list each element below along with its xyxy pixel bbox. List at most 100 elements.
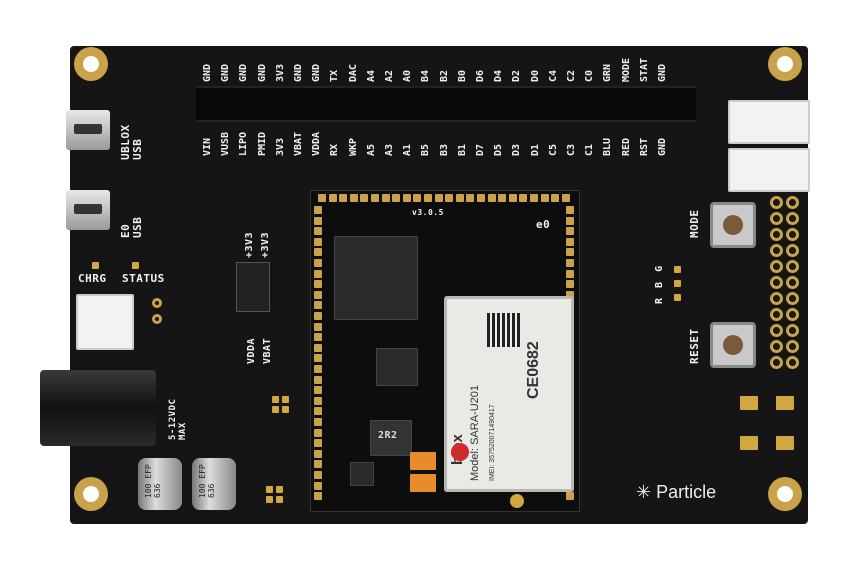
module-edge-pad <box>314 428 322 437</box>
expansion-pin <box>786 308 799 321</box>
module-edge-pad <box>314 343 322 352</box>
module-edge-pad <box>487 194 496 202</box>
expansion-pin <box>770 356 783 369</box>
fuel-gauge-chip <box>350 462 374 486</box>
module-edge-pad <box>314 312 322 320</box>
bottom-pad <box>740 436 758 450</box>
power-switch[interactable] <box>236 262 270 312</box>
header-pin-label-bottom: A5 <box>365 143 377 156</box>
expansion-pin <box>770 196 783 209</box>
particle-wordmark: Particle <box>656 482 717 502</box>
module-edge-pad <box>314 460 322 469</box>
rgb-led-pad <box>674 294 681 301</box>
barrel-jack <box>40 370 156 446</box>
ublox-badge <box>451 443 469 461</box>
module-edge-pad <box>360 194 369 202</box>
power-input-label: 5-12VDC MAX <box>168 398 188 440</box>
expansion-pin <box>786 212 799 225</box>
reset-button[interactable] <box>710 322 756 368</box>
capacitor-label: 100 EFP 636 <box>198 464 216 498</box>
antenna-connector <box>510 494 524 508</box>
led-pad <box>92 262 99 269</box>
mode-button[interactable] <box>710 202 756 248</box>
orange-pad <box>410 474 436 492</box>
module-edge-pad <box>328 194 337 202</box>
expansion-pin <box>786 340 799 353</box>
qr-code <box>487 313 521 347</box>
header-pin-label-bottom: WKP <box>347 137 359 156</box>
e0-usb-label: E0 USB <box>119 216 144 238</box>
module-edge-pad <box>561 194 570 202</box>
led-pad <box>132 262 139 269</box>
header-pin-label-top: DAC <box>347 63 359 82</box>
capacitor-label: 100 EFP 636 <box>144 464 162 498</box>
reset-label: RESET <box>688 328 701 364</box>
header-pin-label-top: B2 <box>438 69 450 82</box>
expansion-pin <box>770 228 783 241</box>
module-edge-pad <box>402 194 411 202</box>
module-edge-pad <box>314 301 322 310</box>
solder-pad <box>272 396 279 403</box>
bottom-pad <box>776 436 794 450</box>
mounting-hole <box>74 477 108 511</box>
module-edge-pad <box>508 194 517 202</box>
module-edge-pad <box>566 206 574 214</box>
header-pin-label-bottom: RED <box>620 137 632 156</box>
module-edge-pad <box>519 194 528 202</box>
mounting-hole <box>768 477 802 511</box>
expansion-pin <box>770 260 783 273</box>
header-pin-label-bottom: VUSB <box>220 131 232 156</box>
header-pin-label-bottom: A3 <box>384 143 395 156</box>
inductor <box>370 420 412 456</box>
ce-mark: CE0682 <box>525 341 542 399</box>
header-pin-label-bottom: VIN <box>202 137 213 156</box>
module-edge-pad <box>314 407 322 416</box>
module-edge-pad <box>455 194 464 202</box>
module-edge-pad <box>445 194 454 202</box>
module-edge-pad <box>566 227 574 236</box>
chrg-label: CHRG <box>78 272 107 285</box>
module-edge-pad <box>314 386 322 395</box>
expansion-pin <box>786 276 799 289</box>
expansion-pin <box>786 196 799 209</box>
module-edge-pad <box>566 216 574 225</box>
module-edge-pad <box>566 269 574 278</box>
module-edge-pad <box>413 194 422 202</box>
module-edge-pad <box>566 259 574 267</box>
module-edge-pad <box>314 418 322 426</box>
ublox-usb-label: UBLOX USB <box>119 124 144 160</box>
module-edge-pad <box>314 248 322 257</box>
capacitor-right: 100 EFP 636 <box>192 458 236 510</box>
solder-pad <box>266 496 273 503</box>
ublox-usb-port <box>66 110 110 150</box>
module-edge-pad <box>566 237 574 246</box>
header-pin-label-bottom: B3 <box>438 143 450 156</box>
solder-pad <box>276 496 283 503</box>
header-pin-label-top: GND <box>202 63 213 82</box>
header-pin-label-bottom: A1 <box>402 143 414 156</box>
expansion-pin <box>770 308 783 321</box>
header-pin-label-top: GND <box>657 63 668 82</box>
module-edge-pad <box>434 194 443 202</box>
module-edge-pad <box>540 194 549 202</box>
battery-connector <box>76 294 134 350</box>
vbat-label: VBAT <box>262 337 273 364</box>
vdda-label: VDDA <box>246 337 257 364</box>
header-pin-label-bottom: LIPO <box>238 131 250 156</box>
expansion-pin <box>786 244 799 257</box>
regulator-chip <box>376 348 418 386</box>
module-edge-pad <box>530 194 538 202</box>
module-edge-pad <box>314 227 322 236</box>
header-pin-label-bottom: D5 <box>493 143 505 156</box>
module-edge-pad <box>314 354 322 363</box>
rgb-led-pad <box>674 280 681 287</box>
cellular-modem: CE0682 blox Model: SARA-U201 IMEI: 35752… <box>444 296 574 492</box>
pin-header <box>196 86 696 122</box>
module-edge-pad <box>371 194 379 202</box>
header-pin-label-top: C4 <box>547 69 559 82</box>
module-edge-pad <box>314 322 322 331</box>
module-edge-pad <box>566 280 574 289</box>
solder-pad <box>272 406 279 413</box>
module-edge-pad <box>551 194 560 202</box>
expansion-pin <box>786 356 799 369</box>
